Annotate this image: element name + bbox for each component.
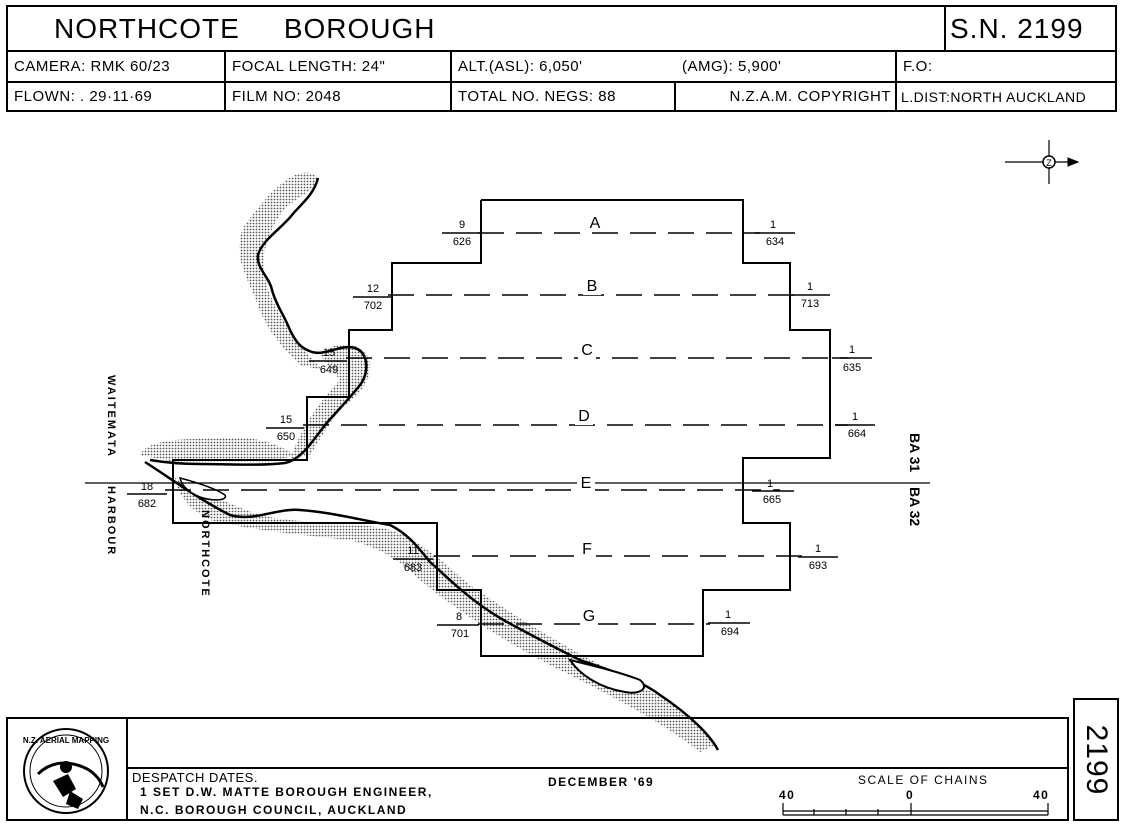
run-a-left-top: 9 (459, 219, 465, 231)
run-b-right-bottom: 713 (801, 298, 819, 310)
film-no-field: FILM NO: 2048 (226, 83, 452, 110)
fo-field: F.O: (897, 52, 1116, 83)
run-g-right-bottom: 694 (721, 626, 739, 638)
side-sheet-number: 2199 (1073, 698, 1119, 821)
scale-left-value: 40 (779, 788, 796, 802)
run-label-c: C (581, 342, 593, 359)
altitude-asl-field: ALT.(ASL): 6,050' (452, 52, 676, 83)
run-b-right-top: 1 (807, 281, 813, 293)
run-f-left-bottom: 683 (404, 562, 422, 574)
map-footer: N.Z. AERIAL MAPPING DESPATCH DATES. 1 SE… (6, 717, 1069, 821)
run-d-right-bottom: 664 (848, 428, 866, 440)
despatch-line-1: 1 SET D.W. MATTE BOROUGH ENGINEER, (140, 785, 433, 799)
total-negs-field: TOTAL NO. NEGS: 88 (452, 83, 676, 110)
shoreline-shading-bay (290, 344, 371, 460)
run-f-right-bottom: 693 (809, 560, 827, 572)
run-f-right-top: 1 (815, 543, 821, 555)
run-a-right-bottom: 634 (766, 236, 784, 248)
label-ba31: BA 31 (907, 433, 923, 472)
despatch-title: DESPATCH DATES. (132, 770, 258, 785)
despatch-date: DECEMBER '69 (548, 775, 655, 789)
shoreline-shading-west (140, 438, 295, 463)
run-a-left-bottom: 626 (453, 236, 471, 248)
run-g-left-bottom: 701 (451, 628, 469, 640)
label-ba32: BA 32 (907, 487, 923, 526)
run-c-left-top: 15 (323, 347, 335, 359)
run-d-right-top: 1 (852, 411, 858, 423)
north-letter: Z (1046, 158, 1052, 168)
scale-bar (782, 803, 1049, 816)
run-e-right-top: 1 (767, 478, 773, 490)
title-part-2: BOROUGH (283, 12, 436, 44)
run-label-b: B (587, 278, 598, 295)
label-northcote: NORTHCOTE (199, 510, 211, 598)
run-label-f: F (582, 541, 592, 558)
run-c-left-bottom: 649 (320, 364, 338, 376)
run-e-right-bottom: 665 (763, 494, 781, 506)
run-label-e: E (581, 475, 592, 492)
label-harbour: HARBOUR (105, 486, 117, 556)
coverage-boundary (172, 199, 831, 657)
run-label-g: G (583, 608, 595, 625)
map-header: NORTHCOTE BOROUGH S.N. 2199 CAMERA: RMK … (6, 5, 1117, 112)
focal-length-field: FOCAL LENGTH: 24" (226, 52, 452, 83)
run-label-a: A (590, 215, 601, 232)
run-b-left-top: 12 (367, 283, 379, 295)
island (567, 658, 645, 694)
side-number-text: 2199 (1080, 724, 1113, 795)
scale-zero: 0 (906, 788, 915, 802)
run-a-right-top: 1 (770, 219, 776, 231)
run-g-left-top: 8 (456, 611, 462, 623)
run-f-left-top: 11 (407, 545, 418, 557)
run-e-left-top: 18 (141, 481, 153, 493)
run-c-right-bottom: 635 (843, 362, 861, 374)
run-d-left-bottom: 650 (277, 431, 295, 443)
scale-right-value: 40 (1033, 788, 1050, 802)
despatch-line-2: N.C. BOROUGH COUNCIL, AUCKLAND (140, 803, 408, 817)
camera-field: CAMERA: RMK 60/23 (8, 52, 226, 83)
copyright-field: N.Z.A.M. COPYRIGHT (676, 83, 897, 110)
coastline-north (149, 177, 368, 466)
flown-field: FLOWN: . 29·11·69 (8, 83, 226, 110)
north-arrow-icon: Z (1005, 140, 1080, 184)
map-title: NORTHCOTE BOROUGH (8, 7, 946, 52)
run-g-right-top: 1 (725, 609, 731, 621)
shoreline-shading-north (239, 172, 322, 370)
logo-text: N.Z. AERIAL MAPPING (23, 736, 109, 745)
run-label-d: D (578, 408, 590, 425)
land-district-field: L.DIST:NORTH AUCKLAND (901, 88, 1087, 105)
shoreline-shading-south (175, 478, 715, 752)
run-c-right-top: 1 (849, 344, 855, 356)
company-logo: N.Z. AERIAL MAPPING (8, 719, 128, 819)
title-part-1: NORTHCOTE (54, 12, 240, 44)
sheet-number: S.N. 2199 (946, 7, 1116, 52)
scale-title: SCALE OF CHAINS (858, 773, 989, 787)
label-waitemata: WAITEMATA (105, 375, 117, 458)
altitude-amg-field: (AMG): 5,900' (676, 52, 897, 83)
run-e-left-bottom: 682 (138, 498, 156, 510)
run-d-left-top: 15 (280, 414, 292, 426)
run-b-left-bottom: 702 (364, 300, 382, 312)
